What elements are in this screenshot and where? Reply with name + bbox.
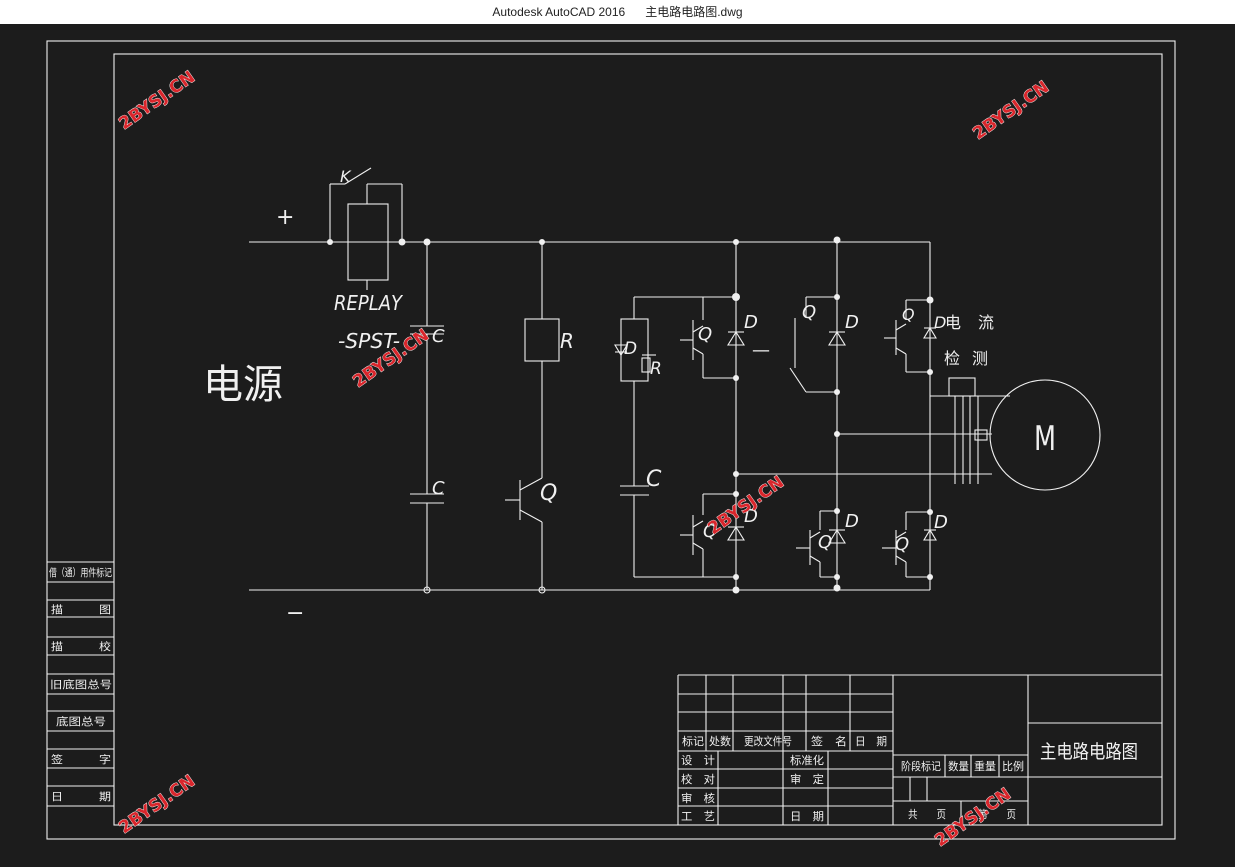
tb-doc: 更改文件号 [744, 734, 792, 748]
watermark-2: 2BYSJ.CN [969, 77, 1052, 144]
left-strip [47, 561, 114, 807]
tb-scale: 比例 [1002, 759, 1024, 773]
file-name: 主电路电路图.dwg [645, 5, 743, 19]
resistor-label: R [560, 329, 574, 353]
brake-resistor [524, 318, 560, 362]
left-item-3: 旧底图总号 [50, 678, 112, 691]
tb-total: 共 页 [908, 808, 946, 821]
junctions [327, 236, 934, 594]
drawing-title: 主电路电路图 [1040, 741, 1138, 763]
q6-label: Q [895, 534, 909, 555]
left-item-2: 描 校 [51, 640, 112, 653]
watermark-4: 2BYSJ.CN [704, 472, 787, 539]
relay-k-label: K [340, 167, 352, 186]
title-block-labels: 标记 处数 更改文件号 签 名 日 期 设 计 标准化 校 对 审 定 审 核 … [681, 734, 1138, 823]
q3-label: Q [902, 305, 915, 324]
tb-design: 设 计 [681, 754, 715, 767]
dash-label: — [752, 340, 770, 361]
window-titlebar: Autodesk AutoCAD 2016 主电路电路图.dwg [0, 0, 1235, 24]
q5-label: Q [818, 532, 832, 553]
watermark-1: 2BYSJ.CN [115, 67, 198, 134]
tb-review: 审 定 [790, 772, 824, 786]
tb-process: 工 艺 [681, 810, 715, 823]
tb-stage: 阶段标记 [901, 759, 941, 773]
power-label: 电源 [203, 362, 283, 408]
tb-date-hdr: 日 期 [855, 735, 887, 748]
left-item-1: 描 图 [51, 603, 111, 616]
left-item-4: 底图总号 [56, 715, 106, 728]
current-label-1: 电 [945, 313, 961, 332]
watermarks: 2BYSJ.CN 2BYSJ.CN 2BYSJ.CN 2BYSJ.CN 2BYS… [115, 67, 1053, 852]
tb-page: 第 页 [978, 807, 1016, 821]
left-item-5: 签 字 [51, 753, 111, 766]
tb-weight: 重量 [974, 759, 996, 773]
circuit [249, 167, 1101, 594]
tb-audit: 审 核 [681, 791, 715, 805]
title-block [677, 674, 1162, 825]
snubber-c-label: C [646, 467, 662, 492]
tb-sign: 签 名 [811, 734, 847, 748]
d5-label: D [845, 511, 859, 532]
tb-standard: 标准化 [790, 753, 824, 767]
q1-label: Q [698, 324, 712, 345]
app-name: Autodesk AutoCAD 2016 [492, 5, 626, 19]
watermark-5: 2BYSJ.CN [115, 771, 198, 838]
outer-frame [46, 40, 1176, 840]
tb-count: 处数 [709, 735, 731, 748]
minus-sign: − [286, 601, 304, 626]
snubber-d-label: D [624, 339, 637, 359]
inner-frame [113, 53, 1163, 826]
tb-quantity: 数量 [948, 760, 969, 773]
d6-label: D [934, 512, 948, 533]
tb-date: 日 期 [790, 810, 824, 823]
cap2-label: C [432, 478, 445, 499]
q2-label: Q [802, 302, 816, 323]
drawing-canvas[interactable]: 借（通）用件标记 描 图 描 校 旧底图总号 底图总号 签 字 日 期 [0, 24, 1235, 863]
q4-label: Q [703, 521, 717, 542]
motor-label: M [1034, 419, 1056, 459]
left-item-6: 日 期 [51, 791, 111, 803]
snubber-r-label: R [650, 359, 662, 379]
d1-label: D [744, 312, 758, 333]
current-label-2: 流 [978, 313, 994, 332]
motor-circle [989, 379, 1101, 491]
current-sensor [948, 377, 976, 397]
brake-q-label: Q [540, 481, 557, 506]
tb-check: 校 对 [681, 772, 715, 786]
relay-type-label: -SPST- [338, 329, 400, 353]
detect-label-1: 检 [944, 349, 960, 368]
plus-sign: + [276, 205, 294, 230]
drawing-svg[interactable]: 借（通）用件标记 描 图 描 校 旧底图总号 底图总号 签 字 日 期 [0, 24, 1235, 863]
d2-label: D [845, 312, 859, 333]
tb-mark: 标记 [682, 734, 704, 748]
d3-label: D [934, 313, 946, 332]
relay-coil [347, 203, 389, 281]
relay-name-label: REPLAY [334, 291, 404, 315]
cap1-label: C [432, 326, 445, 347]
left-item-0: 借（通）用件标记 [49, 567, 112, 579]
d4-label: D [744, 506, 758, 527]
detect-label-2: 测 [972, 349, 988, 368]
circuit-labels: + − 电源 K REPLAY -SPST- C C R Q D R C Q D… [203, 167, 1056, 626]
